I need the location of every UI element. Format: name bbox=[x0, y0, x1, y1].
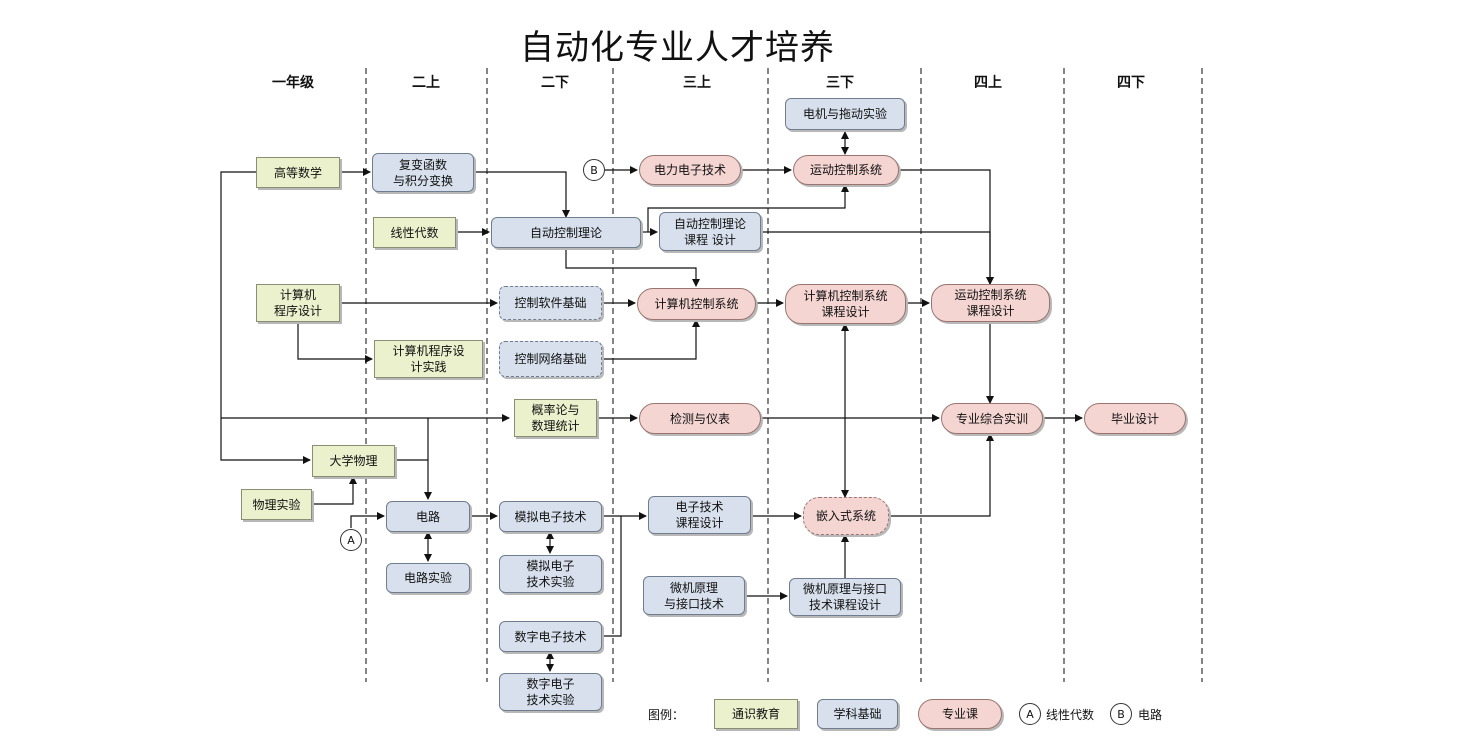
node-microcomputer-course-design: 微机原理与接口 技术课程设计 bbox=[789, 578, 901, 616]
node-graduation-project: 毕业设计 bbox=[1084, 403, 1186, 434]
node-computer-control-course-design: 计算机控制系统 课程设计 bbox=[785, 284, 906, 324]
node-complex-functions: 复变函数 与积分变换 bbox=[372, 153, 474, 192]
node-comprehensive-training: 专业综合实训 bbox=[941, 403, 1043, 434]
node-power-electronics: 电力电子技术 bbox=[639, 155, 741, 185]
node-motion-control-course-design: 运动控制系统 课程设计 bbox=[931, 284, 1050, 322]
column-header-4a: 四上 bbox=[974, 75, 1002, 91]
node-electronics-course-design: 电子技术 课程设计 bbox=[648, 496, 751, 534]
node-probability-statistics: 概率论与 数理统计 bbox=[514, 399, 597, 437]
node-computer-programming: 计算机 程序设计 bbox=[256, 284, 340, 322]
legend-a-text: 线性代数 bbox=[1046, 708, 1095, 722]
node-detection-instruments: 检测与仪表 bbox=[639, 403, 761, 434]
node-digital-electronics-lab: 数字电子 技术实验 bbox=[499, 673, 602, 711]
legend-major-course: 专业课 bbox=[918, 699, 1002, 729]
diagram-title: 自动化专业人才培养 bbox=[520, 28, 835, 68]
column-header-year1: 一年级 bbox=[272, 75, 314, 91]
node-college-physics: 大学物理 bbox=[312, 445, 395, 477]
node-digital-electronics: 数字电子技术 bbox=[499, 621, 602, 652]
node-embedded-systems: 嵌入式系统 bbox=[803, 497, 889, 535]
legend-b-text: 电路 bbox=[1138, 708, 1163, 722]
node-analog-electronics-lab: 模拟电子 技术实验 bbox=[499, 555, 602, 593]
node-advanced-math: 高等数学 bbox=[256, 157, 340, 188]
marker-b-circle: B bbox=[583, 159, 605, 181]
node-microcomputer-principles: 微机原理 与接口技术 bbox=[643, 576, 745, 615]
node-programming-practice: 计算机程序设 计实践 bbox=[374, 340, 483, 378]
column-header-2a: 二上 bbox=[412, 75, 440, 91]
node-control-software-basics: 控制软件基础 bbox=[499, 286, 602, 320]
node-circuits: 电路 bbox=[386, 501, 470, 532]
node-physics-lab: 物理实验 bbox=[241, 489, 312, 520]
node-motor-drive-lab: 电机与拖动实验 bbox=[785, 98, 905, 130]
legend-b-circle: B bbox=[1110, 703, 1132, 725]
column-header-2b: 二下 bbox=[541, 75, 569, 91]
node-computer-control-system: 计算机控制系统 bbox=[637, 288, 756, 320]
legend-general-education: 通识教育 bbox=[714, 699, 798, 729]
node-automatic-control-theory: 自动控制理论 bbox=[491, 217, 641, 248]
node-motion-control-system: 运动控制系统 bbox=[793, 155, 899, 185]
column-header-4b: 四下 bbox=[1117, 75, 1145, 91]
node-control-theory-course-design: 自动控制理论 课程 设计 bbox=[659, 212, 761, 251]
node-circuits-lab: 电路实验 bbox=[386, 563, 470, 593]
legend-a-circle: A bbox=[1019, 703, 1041, 725]
node-analog-electronics: 模拟电子技术 bbox=[499, 501, 602, 532]
node-control-network-basics: 控制网络基础 bbox=[499, 341, 602, 377]
legend-subject-foundation: 学科基础 bbox=[817, 699, 898, 729]
column-header-3b: 三下 bbox=[826, 75, 854, 91]
marker-a-circle: A bbox=[340, 529, 362, 551]
legend-label: 图例： bbox=[648, 708, 685, 722]
column-header-3a: 三上 bbox=[683, 75, 711, 91]
node-linear-algebra: 线性代数 bbox=[373, 217, 456, 248]
